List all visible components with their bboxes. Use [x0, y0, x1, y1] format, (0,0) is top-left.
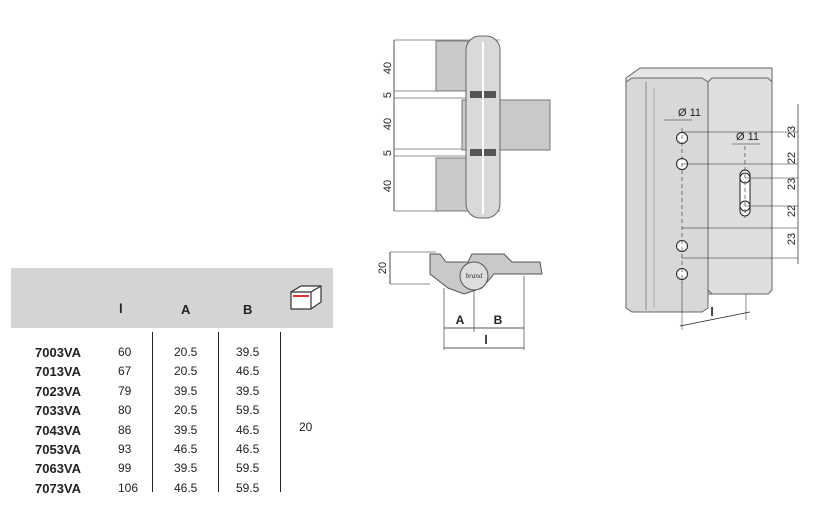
header-a: A — [181, 302, 191, 317]
cell-l: 80 — [118, 403, 132, 418]
table-row: 7013VA 67 20.5 46.5 — [0, 364, 320, 383]
cell-b: 59.5 — [236, 480, 260, 495]
cell-b: 46.5 — [236, 422, 260, 437]
cube-box-icon — [290, 285, 322, 310]
hole-diameter-label: Ø 11 — [678, 107, 701, 119]
article-code: 7043VA — [35, 422, 82, 438]
cell-l: 93 — [118, 442, 132, 456]
svg-text:brand: brand — [466, 272, 483, 280]
article-code: 7013VA — [35, 364, 82, 380]
article-code: 7063VA — [35, 461, 82, 477]
dim-label-a: A — [456, 313, 465, 327]
table-row: 7003VA 60 20.5 39.5 — [0, 345, 320, 364]
dim-label: 23 — [786, 178, 798, 190]
cell-l: 99 — [118, 461, 132, 476]
dim-label: 20 — [377, 262, 389, 274]
dim-label-b: B — [494, 313, 503, 327]
dim-label-l: l — [710, 305, 713, 319]
cell-a: 46.5 — [174, 480, 198, 495]
cell-b: 46.5 — [236, 442, 260, 456]
column-divider — [280, 332, 281, 492]
table-header: l A B — [11, 268, 333, 328]
dim-label-l: l — [484, 333, 487, 347]
cell-b: 39.5 — [236, 383, 260, 398]
column-divider — [218, 332, 219, 492]
cell-l: 60 — [118, 345, 132, 359]
dim-label: 23 — [786, 233, 798, 245]
cell-a: 39.5 — [174, 383, 198, 398]
cell-b: 46.5 — [236, 364, 260, 379]
dim-label: 22 — [786, 205, 798, 217]
cell-a: 46.5 — [174, 442, 198, 456]
dim-label: 23 — [786, 126, 798, 138]
cell-l: 79 — [118, 383, 132, 398]
cell-l: 67 — [118, 364, 132, 379]
hinge-front-view: 40 5 40 5 40 — [382, 35, 551, 219]
cell-l: 86 — [118, 422, 132, 437]
article-code: 7003VA — [35, 345, 82, 360]
cell-b: 39.5 — [236, 345, 260, 359]
cell-a: 20.5 — [174, 345, 198, 359]
article-code: 7033VA — [35, 403, 82, 419]
cell-b: 59.5 — [236, 461, 260, 476]
column-divider — [152, 332, 153, 492]
article-code: 7053VA — [35, 442, 82, 457]
dim-label: 22 — [786, 152, 798, 164]
header-b: B — [243, 302, 253, 317]
article-code: 7073VA — [35, 480, 82, 496]
cell-a: 39.5 — [174, 461, 198, 476]
table-row: 7063VA 99 39.5 59.5 — [0, 461, 320, 480]
cell-a: 20.5 — [174, 364, 198, 379]
dim-label: 40 — [382, 180, 394, 192]
pack-quantity: 20 — [299, 420, 313, 434]
table-row: 7053VA 93 46.5 46.5 — [0, 442, 320, 461]
cell-b: 59.5 — [236, 403, 260, 418]
dim-label: 5 — [382, 150, 394, 156]
dim-label: 40 — [382, 118, 394, 130]
table-row: 7033VA 80 20.5 59.5 — [0, 403, 320, 422]
table-row: 7073VA 106 46.5 59.5 — [0, 481, 320, 500]
dim-label: 40 — [382, 62, 394, 74]
table-row: 7023VA 79 39.5 39.5 — [0, 384, 320, 403]
dim-label: 5 — [382, 92, 394, 98]
frame-profile-drawing: Ø 11 Ø 11 23 22 23 22 23 l — [625, 67, 799, 330]
article-code: 7023VA — [35, 383, 82, 399]
cell-a: 20.5 — [174, 403, 198, 418]
cell-a: 39.5 — [174, 422, 198, 437]
hole-diameter-label: Ø 11 — [736, 131, 759, 143]
hinge-top-view: brand 20 A B l — [377, 251, 543, 350]
header-l: l — [119, 301, 123, 316]
cell-l: 106 — [118, 480, 139, 495]
table-row: 7043VA 86 39.5 46.5 — [0, 423, 320, 442]
